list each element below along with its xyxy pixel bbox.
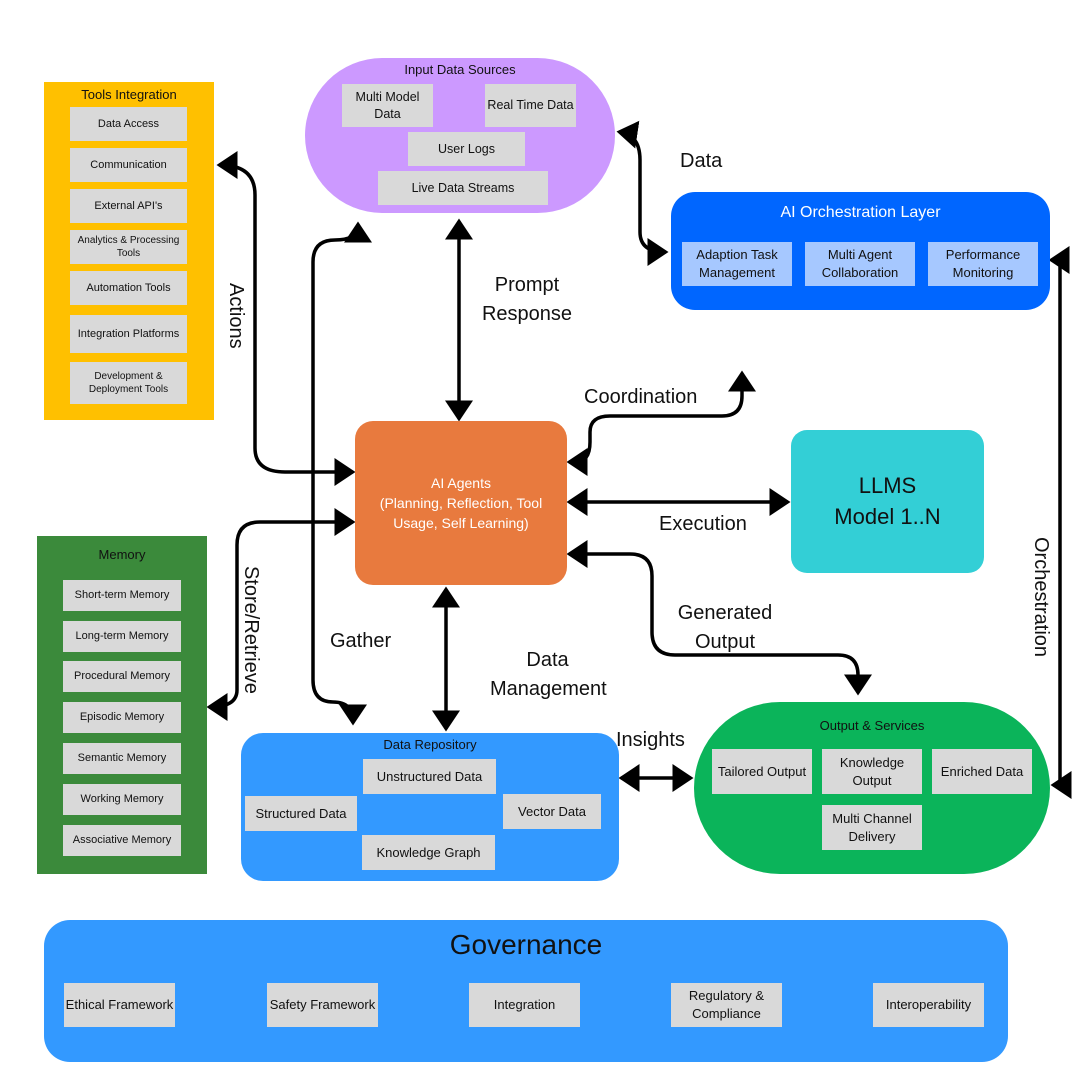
tool-item: Communication	[70, 148, 187, 182]
arrow-generated-output	[566, 540, 872, 696]
arrow-gather	[311, 221, 372, 726]
ai-agents-subtitle: (Planning, Reflection, Tool Usage, Self …	[379, 494, 543, 532]
ai-agents-title: AI Agents	[431, 474, 491, 491]
output-item: Enriched Data	[932, 749, 1032, 794]
memory-title: Memory	[98, 547, 146, 562]
arrow-input-orchestration	[616, 120, 669, 266]
tools-integration-title: Tools Integration	[81, 87, 177, 102]
label-coordination: Coordination	[584, 386, 698, 408]
label-insights: Insights	[616, 729, 685, 751]
llm-title: LLMS	[858, 472, 917, 498]
tool-item: Integration Platforms	[70, 315, 187, 353]
governance-item: Integration	[469, 983, 580, 1027]
output-item: Knowledge Output	[822, 749, 922, 794]
input-item: Multi Model Data	[342, 84, 433, 127]
memory-item: Procedural Memory	[63, 661, 181, 692]
memory-item: Associative Memory	[63, 825, 181, 856]
governance-item: Ethical Framework	[64, 983, 175, 1027]
tools-integration-panel: Tools Integration Data Access Communicat…	[44, 82, 214, 420]
input-data-sources-panel: Input Data Sources Multi Model Data Real…	[305, 58, 615, 213]
memory-item: Episodic Memory	[63, 702, 181, 733]
tool-item: Data Access	[70, 107, 187, 141]
ai-agents-box: AI Agents (Planning, Reflection, Tool Us…	[355, 421, 567, 585]
label-data: Data	[680, 150, 723, 172]
tool-item: Analytics & Processing Tools	[70, 230, 187, 264]
tool-item: Automation Tools	[70, 271, 187, 305]
arrow-orchestration	[1048, 246, 1072, 799]
memory-panel: Memory Short-term Memory Long-term Memor…	[37, 536, 207, 874]
tool-item: External API's	[70, 189, 187, 223]
input-item: User Logs	[408, 132, 525, 166]
governance-item: Safety Framework	[267, 983, 378, 1027]
label-prompt-response: Prompt Response	[481, 274, 573, 325]
governance-item: Interoperability	[873, 983, 984, 1027]
label-actions: Actions	[225, 283, 247, 349]
input-item: Real Time Data	[485, 84, 576, 127]
input-data-sources-title: Input Data Sources	[404, 62, 516, 77]
memory-item: Short-term Memory	[63, 580, 181, 611]
arrow-memory-agents	[206, 508, 356, 721]
repository-item: Knowledge Graph	[362, 835, 495, 870]
memory-item: Long-term Memory	[63, 621, 181, 652]
label-orchestration: Orchestration	[1030, 537, 1052, 658]
arrow-tools-agents	[216, 151, 356, 486]
llm-box: LLMS Model 1..N	[791, 430, 984, 573]
label-generated-output: Generated Output	[677, 602, 773, 653]
tool-item: Development & Deployment Tools	[70, 362, 187, 404]
output-item: Multi Channel Delivery	[822, 805, 922, 850]
orchestration-item: Multi Agent Collaboration	[805, 242, 915, 286]
data-repository-panel: Data Repository Unstructured Data Struct…	[241, 733, 619, 881]
governance-title: Governance	[449, 929, 603, 960]
orchestration-item: Adaption Task Management	[682, 242, 792, 286]
output-services-title: Output & Services	[819, 718, 925, 733]
label-execution: Execution	[659, 513, 747, 535]
orchestration-layer-title: AI Orchestration Layer	[780, 204, 941, 221]
label-store-retrieve: Store/Retrieve	[240, 566, 262, 694]
orchestration-layer-panel: AI Orchestration Layer Adaption Task Man…	[671, 192, 1050, 310]
repository-item: Unstructured Data	[363, 759, 496, 794]
governance-item: Regulatory & Compliance	[671, 983, 782, 1027]
output-item: Tailored Output	[712, 749, 812, 794]
arrow-coordination	[566, 370, 756, 476]
llm-models: Model 1..N	[834, 503, 941, 529]
repository-item: Vector Data	[503, 794, 601, 829]
output-services-panel: Output & Services Tailored Output Knowle…	[694, 702, 1050, 874]
memory-item: Semantic Memory	[63, 743, 181, 774]
governance-panel: Governance Ethical Framework Safety Fram…	[44, 920, 1008, 1062]
label-gather: Gather	[330, 630, 392, 652]
label-data-management: Data Management	[490, 649, 607, 700]
memory-item: Working Memory	[63, 784, 181, 815]
input-item: Live Data Streams	[378, 171, 548, 205]
repository-item: Structured Data	[245, 796, 357, 831]
orchestration-item: Performance Monitoring	[928, 242, 1038, 286]
data-repository-title: Data Repository	[383, 737, 477, 752]
